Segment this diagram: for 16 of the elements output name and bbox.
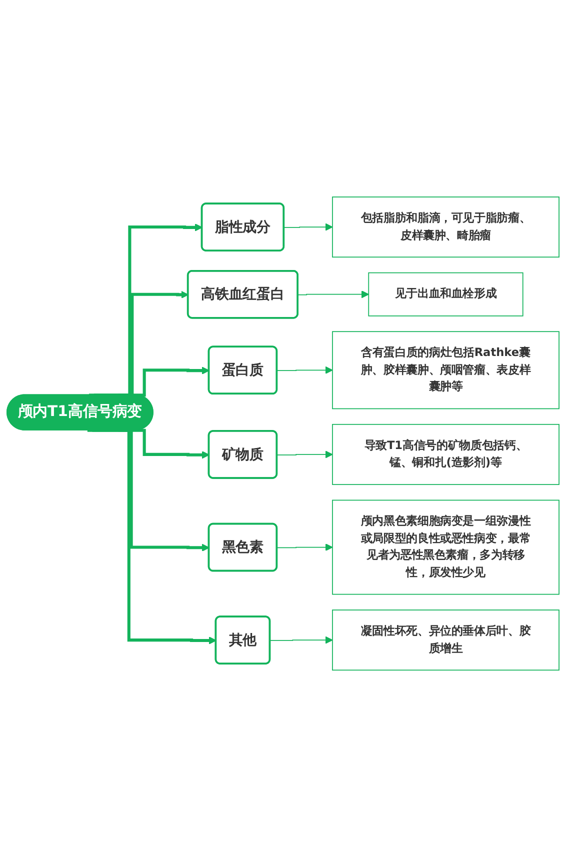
arrow bbox=[118, 366, 210, 397]
arrow bbox=[276, 450, 333, 458]
arrow bbox=[270, 636, 333, 644]
arrow bbox=[87, 428, 216, 644]
node-box bbox=[368, 272, 524, 316]
arrow bbox=[94, 290, 189, 397]
arrow bbox=[89, 224, 203, 397]
node-box bbox=[332, 424, 560, 485]
arrow bbox=[298, 290, 369, 298]
arrow bbox=[276, 366, 333, 374]
arrow bbox=[276, 543, 333, 552]
node-box bbox=[332, 331, 560, 410]
node-box bbox=[332, 196, 560, 258]
arrow bbox=[284, 223, 333, 231]
node-box bbox=[332, 610, 560, 670]
node-box bbox=[332, 500, 560, 595]
